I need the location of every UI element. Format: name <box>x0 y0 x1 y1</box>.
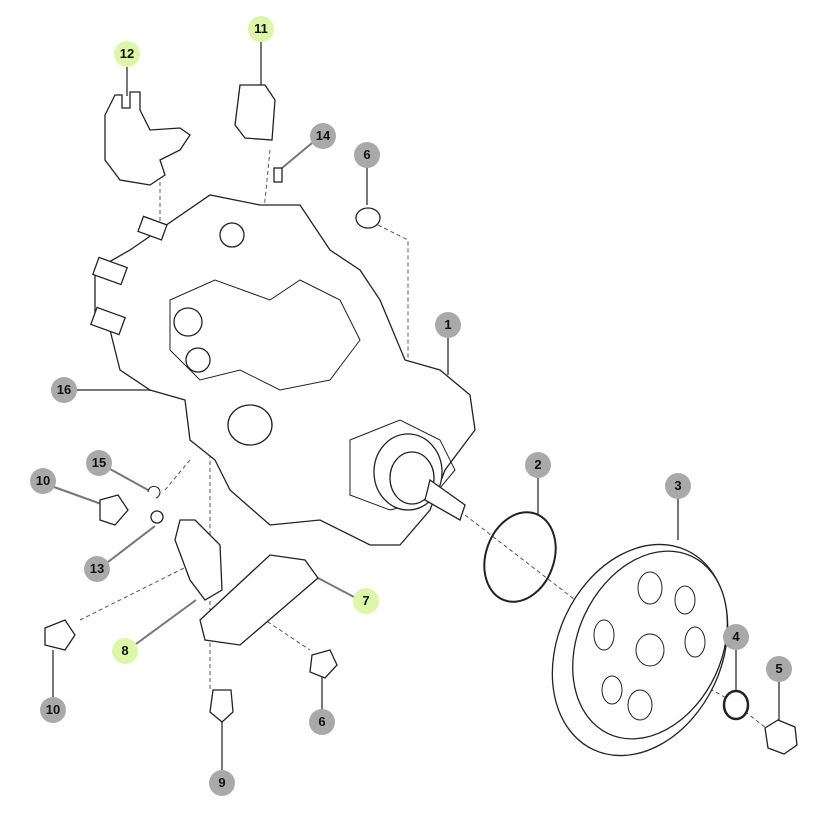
bolt-10-top <box>99 494 129 526</box>
callout-12[interactable]: 12 <box>114 41 140 67</box>
callout-11[interactable]: 11 <box>248 16 274 42</box>
callout-2[interactable]: 2 <box>525 452 551 478</box>
fitting-13 <box>150 510 164 524</box>
callout-16[interactable]: 16 <box>51 377 77 403</box>
pulley-3 <box>551 543 729 757</box>
callout-3[interactable]: 3 <box>665 473 691 499</box>
nut-5 <box>764 719 798 755</box>
plate-7 <box>199 554 319 646</box>
callout-10-bottom[interactable]: 10 <box>40 697 66 723</box>
bracket-8 <box>174 519 223 601</box>
callout-6-top[interactable]: 6 <box>354 142 380 168</box>
callout-1[interactable]: 1 <box>435 312 461 338</box>
callout-9[interactable]: 9 <box>209 770 235 796</box>
bracket-11 <box>234 84 276 141</box>
callout-5[interactable]: 5 <box>766 656 792 682</box>
nut-6-bottom <box>309 649 338 679</box>
callout-4[interactable]: 4 <box>723 624 749 650</box>
callout-13[interactable]: 13 <box>84 556 110 582</box>
bracket-12 <box>104 91 191 186</box>
callout-7[interactable]: 7 <box>353 588 379 614</box>
washer-4 <box>722 689 750 721</box>
plug-9 <box>209 689 234 723</box>
bolt-10-bottom <box>44 619 76 651</box>
callout-6-bottom[interactable]: 6 <box>309 709 335 735</box>
callout-14[interactable]: 14 <box>310 123 336 149</box>
o-ring-2 <box>483 511 557 603</box>
nut-6-top <box>355 207 381 229</box>
pin-14 <box>273 167 283 183</box>
callout-10-top[interactable]: 10 <box>30 468 56 494</box>
clip-15 <box>147 485 161 499</box>
callout-15[interactable]: 15 <box>86 450 112 476</box>
callout-8[interactable]: 8 <box>112 638 138 664</box>
